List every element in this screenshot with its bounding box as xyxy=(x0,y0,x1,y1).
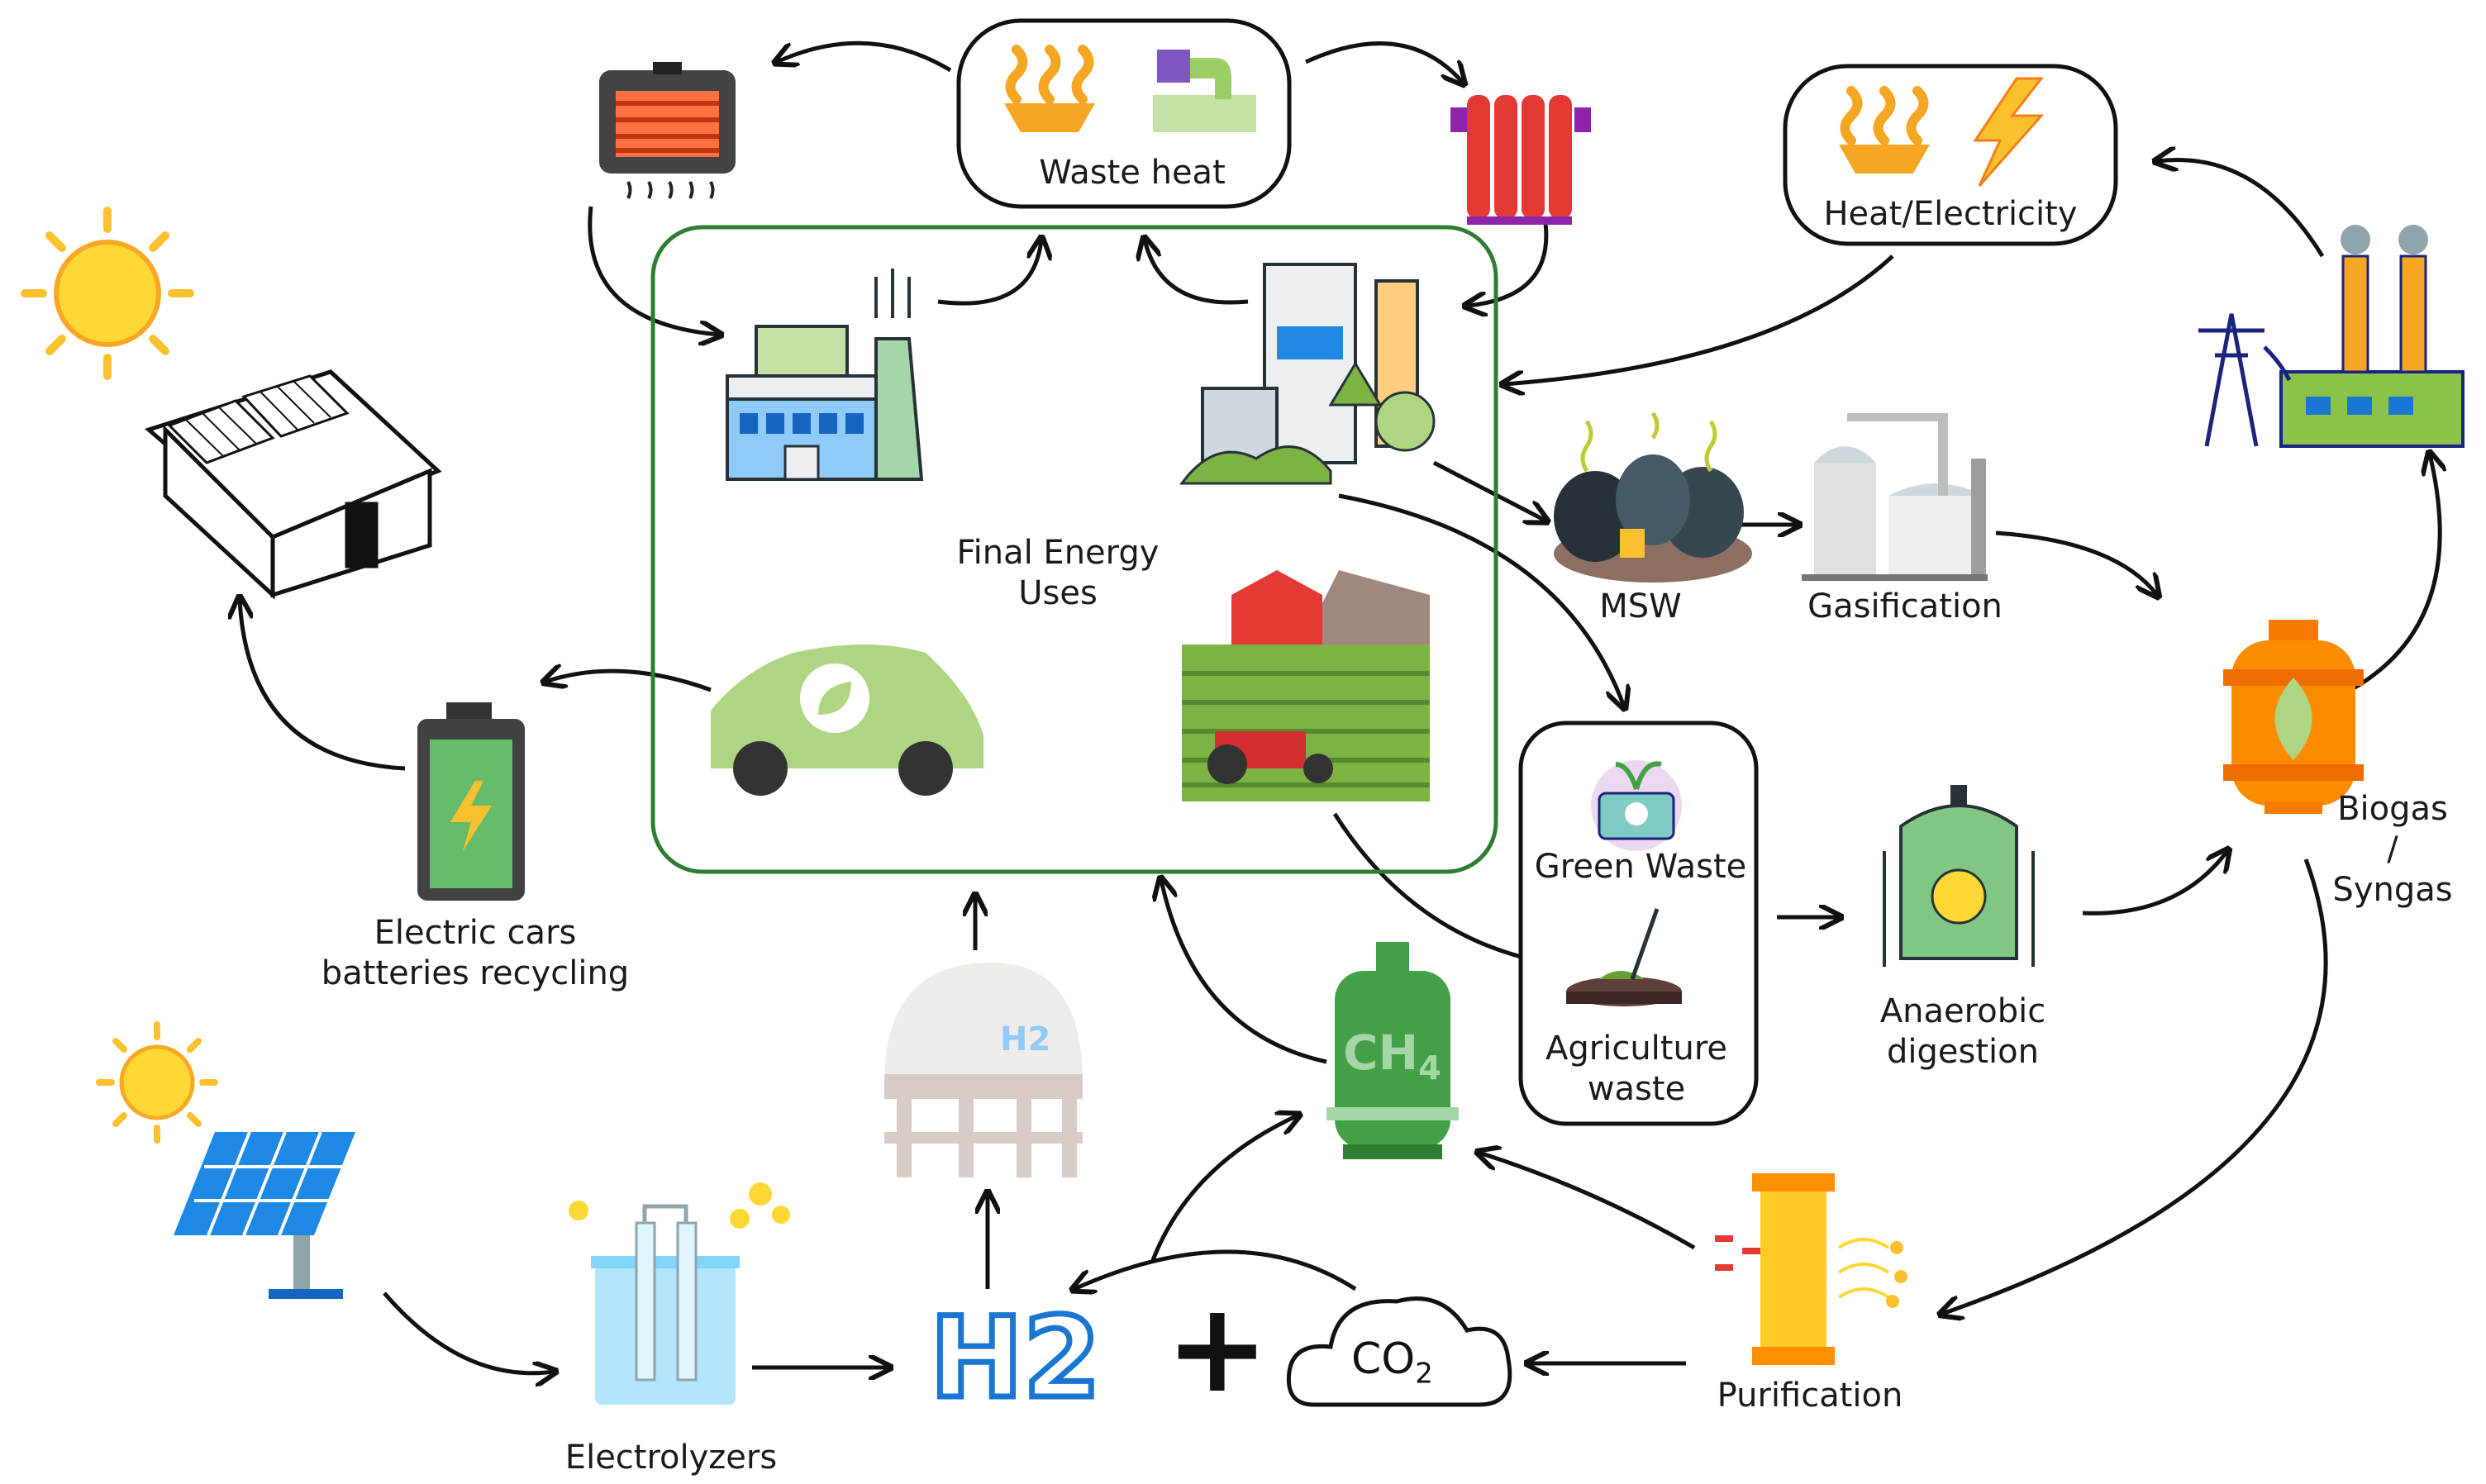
label-electrolyzers: Electrolyzers xyxy=(564,1439,778,1477)
arrow-solar-to-electrolyzer xyxy=(383,1291,554,1373)
methane-cylinder-icon xyxy=(1326,942,1459,1159)
arrow-city-to-greenwaste xyxy=(1338,493,1624,706)
electric-car-icon xyxy=(711,644,983,796)
co2-sub: 2 xyxy=(1415,1357,1433,1391)
radiator-icon xyxy=(1450,95,1591,225)
heat-electricity-icon xyxy=(1839,77,2045,187)
arrow-heatelec-to-final xyxy=(1504,254,1894,384)
gasification-plant-icon xyxy=(1802,413,1988,581)
ch4-sub: 4 xyxy=(1418,1049,1441,1088)
co2-cloud-icon xyxy=(1286,1296,1512,1407)
label-agriculture-waste: Agriculture waste xyxy=(1545,1030,1727,1108)
hydrogen-tank-icon xyxy=(884,963,1083,1177)
heat-electricity-box xyxy=(1783,64,2118,246)
arrow-purification-to-ch4 xyxy=(1479,1153,1696,1250)
arrow-biogas-to-purification xyxy=(1942,859,2328,1314)
label-biogas-syngas: Biogas / Syngas xyxy=(2332,790,2453,909)
label-purification: Purification xyxy=(1717,1377,1903,1415)
final-energy-frame xyxy=(650,225,1498,874)
co2-main: CO xyxy=(1351,1334,1416,1384)
arrow-digestion-to-biogas xyxy=(2082,851,2227,916)
radiant-heater-icon xyxy=(599,62,736,199)
ch4-formula: CH4 xyxy=(1343,1025,1441,1088)
arrow-powerplant-to-heatelec xyxy=(2157,159,2325,258)
arrow-final-to-battery xyxy=(545,671,712,692)
sun-icon xyxy=(21,207,194,380)
factory-icon xyxy=(726,269,924,481)
agriculture-waste-icon xyxy=(1566,908,1682,1006)
label-ev-batteries: Electric cars batteries recycling xyxy=(321,914,630,992)
electrolyzer-icon xyxy=(569,1182,790,1405)
label-heat-electricity: Heat/Electricity xyxy=(1823,195,2078,233)
arrow-ch4-to-final xyxy=(1161,880,1327,1064)
digester-icon xyxy=(1883,785,2035,967)
sun-icon-small xyxy=(96,1021,218,1144)
label-final-energy-uses: Final Energy Uses xyxy=(956,534,1160,612)
h2-tank-label: H2 xyxy=(1000,1020,1051,1058)
label-waste-heat: Waste heat xyxy=(1039,154,1226,192)
arrow-biogas-to-powerplant xyxy=(2341,454,2440,697)
arrow-city-to-wasteheat xyxy=(1145,240,1249,305)
co2-formula: CO2 xyxy=(1351,1334,1433,1390)
green-waste-icon xyxy=(1591,760,1682,851)
arrow-heater-to-factory xyxy=(588,206,719,335)
h2-formula: H2 xyxy=(927,1291,1104,1426)
arrow-city-to-msw xyxy=(1432,460,1545,521)
arrow-wasteheat-to-radiator xyxy=(1304,41,1463,83)
city-buildings-icon xyxy=(1179,263,1436,485)
label-anaerobic-digestion: Anaerobic digestion xyxy=(1879,992,2046,1071)
solar-house-icon xyxy=(144,369,442,600)
arrow-gasification-to-biogas xyxy=(1995,530,2157,595)
power-plant-icon xyxy=(2198,225,2465,448)
plus-sign: + xyxy=(1165,1277,1269,1420)
arrow-battery-to-house xyxy=(240,599,406,771)
label-gasification: Gasification xyxy=(1807,587,2003,625)
ch4-main: CH xyxy=(1343,1025,1419,1081)
garbage-bags-icon xyxy=(1554,411,1752,583)
farm-icon xyxy=(1182,570,1430,801)
industrial-pipe-icon xyxy=(1153,50,1256,132)
arrow-factory-to-wasteheat xyxy=(937,240,1041,306)
battery-icon xyxy=(417,702,525,901)
gas-cylinder-icon xyxy=(2223,620,2364,814)
waste-box xyxy=(1518,721,1759,1126)
arrow-co2-to-h2 xyxy=(1074,1249,1357,1289)
arrow-h2-to-ch4 xyxy=(1150,1115,1298,1261)
label-green-waste: Green Waste xyxy=(1534,848,1747,886)
arrow-wasteheat-to-heater xyxy=(777,40,952,73)
label-msw: MSW xyxy=(1599,587,1682,625)
purification-filter-icon xyxy=(1715,1173,1907,1365)
solar-panel-icon xyxy=(174,1131,355,1299)
waste-heat-icon xyxy=(1004,45,1095,132)
arrow-radiator-to-city xyxy=(1467,222,1549,306)
